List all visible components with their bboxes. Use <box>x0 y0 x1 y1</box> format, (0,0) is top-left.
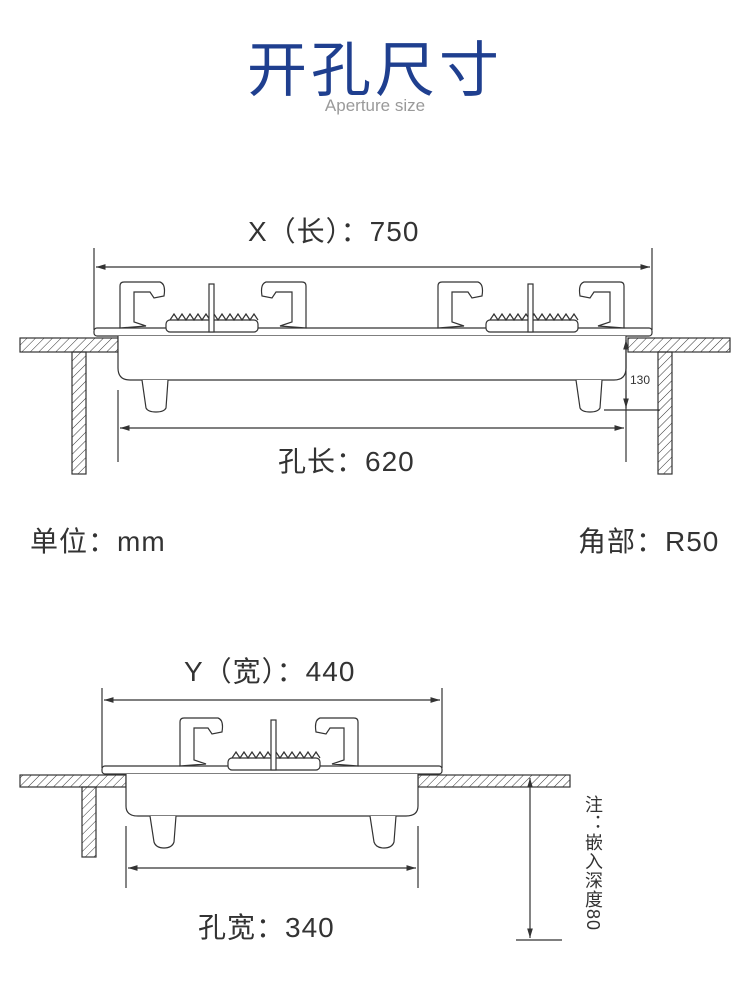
countertop-left <box>19 337 119 353</box>
depth-label: 130 <box>630 373 651 387</box>
bottom-diagram <box>19 688 571 941</box>
y-dimension-label: Y（宽）：440 <box>184 656 356 687</box>
unit-label: 单位：mm <box>30 526 166 557</box>
stove-foot-left <box>141 379 169 413</box>
burner-left <box>119 281 307 333</box>
stove-foot-right <box>575 379 603 413</box>
corner-label: 角部：R50 <box>578 526 720 557</box>
x-dimension-label: X（长）：750 <box>248 216 420 247</box>
cabinet-wall-left <box>71 351 87 475</box>
countertop-right-2 <box>417 774 571 788</box>
page-subtitle: Aperture size <box>324 96 426 115</box>
stove-body-2 <box>125 774 419 817</box>
stove-foot-right-2 <box>369 815 397 849</box>
burner-side <box>179 717 359 771</box>
top-diagram <box>19 248 731 475</box>
cabinet-wall-left-2 <box>81 786 97 858</box>
countertop-right <box>627 337 731 353</box>
hole-width-label: 孔宽：340 <box>198 912 335 943</box>
stove-body <box>117 336 627 381</box>
burner-right <box>437 281 625 333</box>
page-title: 开孔尺寸 <box>247 37 503 104</box>
hole-length-label: 孔长：620 <box>278 446 415 477</box>
embed-depth-note: 注：嵌入深度80 <box>583 795 603 932</box>
countertop-left-2 <box>19 774 127 788</box>
cabinet-wall-right <box>657 351 673 475</box>
stove-foot-left-2 <box>149 815 177 849</box>
